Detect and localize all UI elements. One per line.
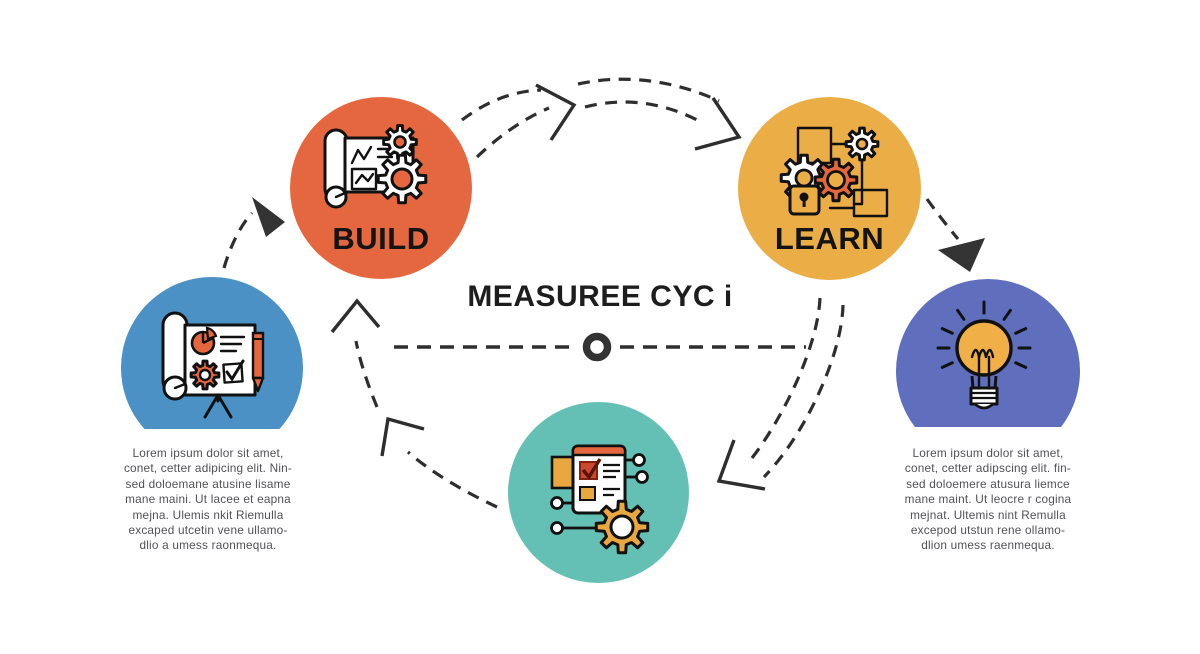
gear-small-icon — [846, 128, 878, 160]
step-circle-idea — [896, 279, 1080, 427]
arrow-build-to-learn — [461, 77, 742, 159]
step-circle-learn: LEARN — [738, 97, 921, 280]
gear-icon — [191, 361, 219, 389]
step-label-build: BUILD — [332, 221, 430, 256]
arrow-validate-to-build — [330, 298, 498, 509]
checklist-rows — [579, 458, 620, 501]
step-circle-plan — [121, 277, 303, 429]
arrow-learn-to-idea — [925, 198, 985, 272]
center-divider — [394, 332, 806, 362]
checkbox-icon — [222, 359, 245, 384]
padlock-icon — [788, 184, 821, 216]
gear-icon — [596, 501, 647, 552]
large-gear-icon — [378, 155, 426, 203]
step-label-learn: LEARN — [774, 221, 885, 256]
easel-chart-checklist-icon — [161, 311, 265, 419]
pie-chart-icon — [190, 326, 218, 356]
cycle-title: MEASUREE CYC i — [467, 280, 733, 313]
blueprint-gears-icon — [323, 117, 441, 217]
gears-padlock-flowchart-icon — [770, 120, 895, 220]
center-ring-icon — [582, 332, 612, 362]
light-rays — [936, 300, 1032, 369]
caption-right: Lorem ipsum dolor sit amet, conet, cette… — [904, 446, 1072, 553]
arrow-plan-to-build — [222, 197, 285, 269]
step-circle-validate — [508, 402, 689, 583]
gear-orange-icon — [815, 159, 857, 201]
lightbulb-icon — [936, 300, 1032, 410]
circuit-nodes — [550, 453, 649, 535]
step-circle-build: BUILD — [290, 97, 472, 279]
checklist-gear-nodes-icon — [550, 444, 665, 560]
small-gear-icon — [384, 126, 417, 159]
caption-left: Lorem ipsum dolor sit amet, conet, cette… — [123, 446, 293, 553]
pencil-icon — [251, 331, 265, 393]
arrow-learn-to-validate — [716, 297, 845, 491]
